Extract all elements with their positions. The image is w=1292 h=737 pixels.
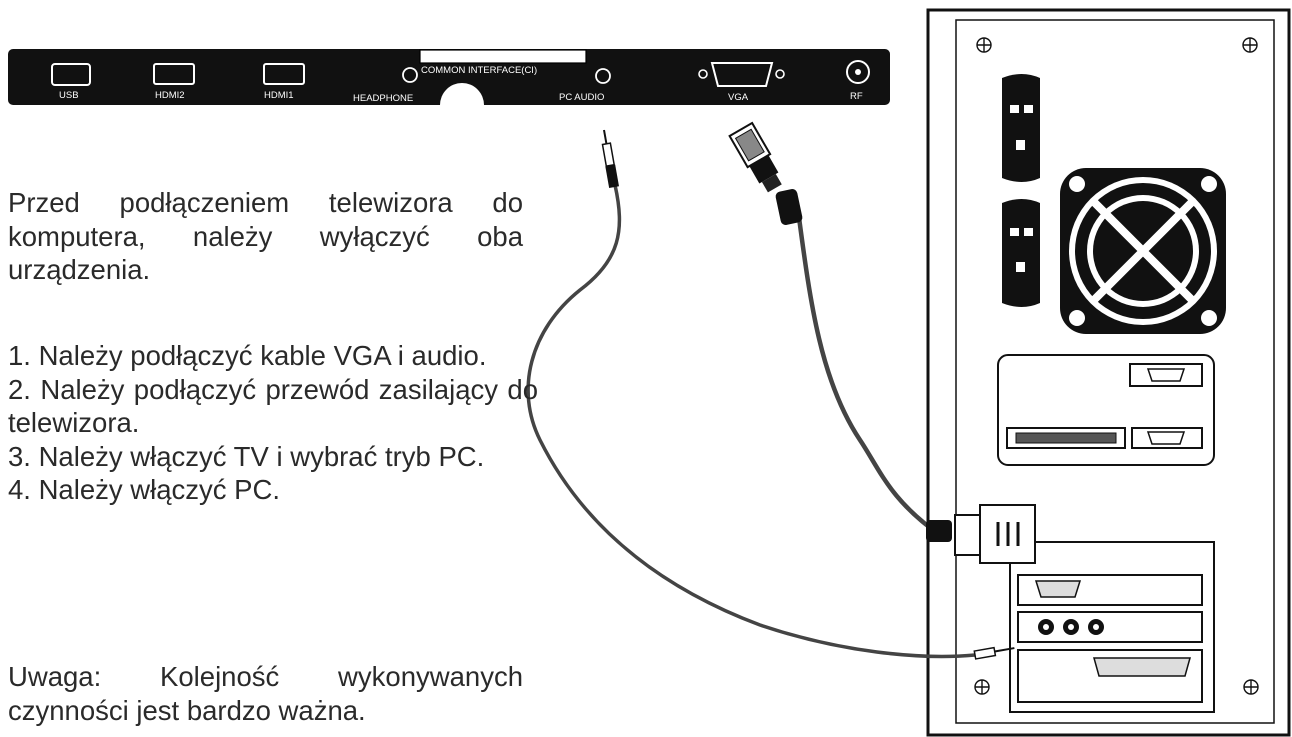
port-label-hdmi1: HDMI1 — [264, 90, 294, 101]
pc-tower-back — [926, 8, 1291, 737]
tv-back-panel: USB HDMI2 HDMI1 HEADPHONE COMMON INTERFA… — [8, 49, 890, 105]
screw-icon — [974, 37, 1259, 695]
step-item: 3. Należy włączyć TV i wybrać tryb PC. — [8, 440, 485, 472]
io-panel — [997, 354, 1215, 466]
port-label-ci: COMMON INTERFACE(CI) — [421, 65, 537, 76]
steps-list: 1. Należy podłączyć kable VGA i audio. 2… — [8, 339, 538, 507]
port-label-usb: USB — [59, 90, 79, 101]
step-item: 4. Należy włączyć PC. — [8, 474, 281, 505]
port-label-pc-audio: PC AUDIO — [559, 92, 604, 103]
port-label-vga: VGA — [728, 92, 749, 103]
pc-audio-jack-icon — [595, 68, 611, 84]
power-socket-icon — [1002, 74, 1040, 307]
port-label-hdmi2: HDMI2 — [155, 90, 185, 101]
hdmi2-port-icon — [153, 63, 195, 85]
vga-cable — [728, 121, 1036, 564]
rf-port-icon — [846, 60, 870, 84]
hdmi1-port-icon — [263, 63, 305, 85]
audio-cable — [526, 129, 1015, 660]
port-label-rf: RF — [850, 91, 863, 102]
vga-port-icon — [1034, 580, 1082, 598]
vga-port-icon — [710, 62, 774, 87]
step-item: 1. Należy podłączyć kable VGA i audio. — [8, 340, 487, 371]
ci-slot-icon — [419, 49, 587, 64]
note-text: Uwaga: Kolejność wykonywanych czynności … — [8, 661, 523, 726]
usb-port-icon — [51, 63, 91, 86]
port-label-headphone: HEADPHONE — [353, 93, 413, 104]
step-item: 2. Należy podłączyć przewód zasilający d… — [8, 373, 538, 439]
fan-icon — [1060, 168, 1226, 334]
headphone-jack-icon — [402, 67, 418, 83]
expansion-slots — [1009, 541, 1215, 713]
vga-plug-pc — [926, 504, 1036, 564]
intro-text: Przed podłączeniem telewizora do kompute… — [8, 187, 523, 285]
